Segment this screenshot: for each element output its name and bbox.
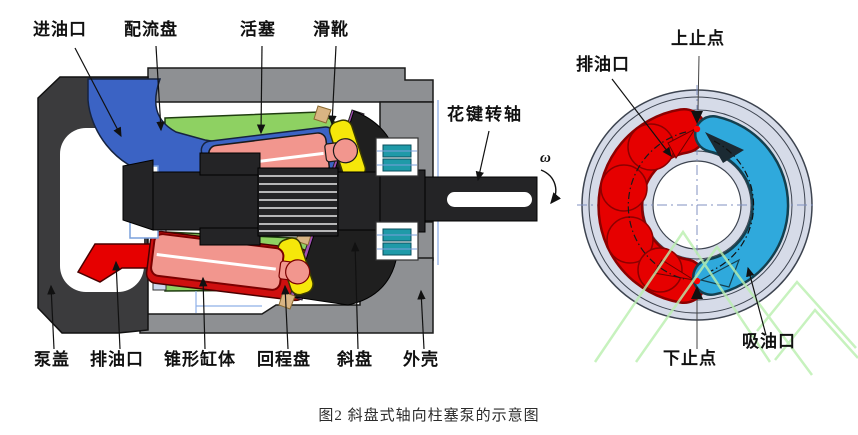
label-top-dead-center: 上止点 (671, 29, 725, 48)
arrow-inlet-port (74, 47, 122, 138)
bdc-arrowhead (691, 286, 703, 299)
label-piston: 活塞 (240, 20, 276, 39)
label-suction-kidney: 吸油口 (742, 332, 796, 351)
arrow-discharge-kidney (611, 78, 672, 157)
spline-section (257, 167, 339, 237)
shaft-keyway (447, 192, 532, 207)
valve-plate-view (577, 55, 858, 376)
arrow-discharge-port (112, 260, 121, 350)
bearing-lower (375, 221, 419, 261)
retainer-bit-1 (313, 105, 332, 124)
suction-kidney (692, 115, 790, 296)
label-housing: 外壳 (403, 350, 439, 369)
arrow-suction-kidney (746, 266, 767, 336)
label-swash-plate: 斜盘 (337, 350, 373, 369)
arrow-swash-plate (351, 241, 360, 350)
housing-top-bar (147, 67, 434, 103)
spline-teeth (259, 175, 337, 232)
retainer-bit-4 (278, 291, 296, 310)
arrow-pump-cover (47, 284, 56, 350)
leader-arrows (47, 45, 767, 350)
arrow-housing (417, 289, 426, 350)
label-bottom-dead-center: 下止点 (663, 349, 717, 368)
arrow-retainer-plate (281, 284, 290, 350)
rotation-arrow (540, 169, 561, 205)
detail-lines (195, 291, 262, 313)
label-omega: ω (540, 150, 551, 166)
label-slipper: 滑靴 (313, 20, 349, 39)
label-pump-cover: 泵盖 (34, 350, 70, 369)
bearing-upper (375, 137, 419, 177)
label-discharge-port: 排油口 (90, 350, 144, 369)
label-conical-cylinder-block: 锥形缸体 (164, 350, 236, 369)
label-spline-shaft: 花键转轴 (447, 105, 523, 124)
figure-caption: 图2 斜盘式轴向柱塞泵的示意图 (318, 408, 540, 424)
tdc-arrowhead (691, 111, 703, 124)
arrow-piston (256, 45, 266, 135)
arrow-valve-plate (155, 45, 165, 132)
arrow-slipper (328, 45, 337, 126)
arrow-spline-shaft (475, 130, 490, 182)
label-retainer-plate: 回程盘 (257, 350, 311, 369)
tdc-leader-line (697, 55, 700, 111)
watermark (593, 229, 858, 376)
pump-cross-section (37, 67, 561, 334)
label-valve-plate: 配流盘 (124, 20, 178, 39)
label-discharge-kidney: 排油口 (576, 55, 630, 74)
arrow-cylinder-block (199, 276, 208, 350)
label-inlet-port: 进油口 (33, 20, 87, 39)
tdc-dot (693, 125, 701, 133)
